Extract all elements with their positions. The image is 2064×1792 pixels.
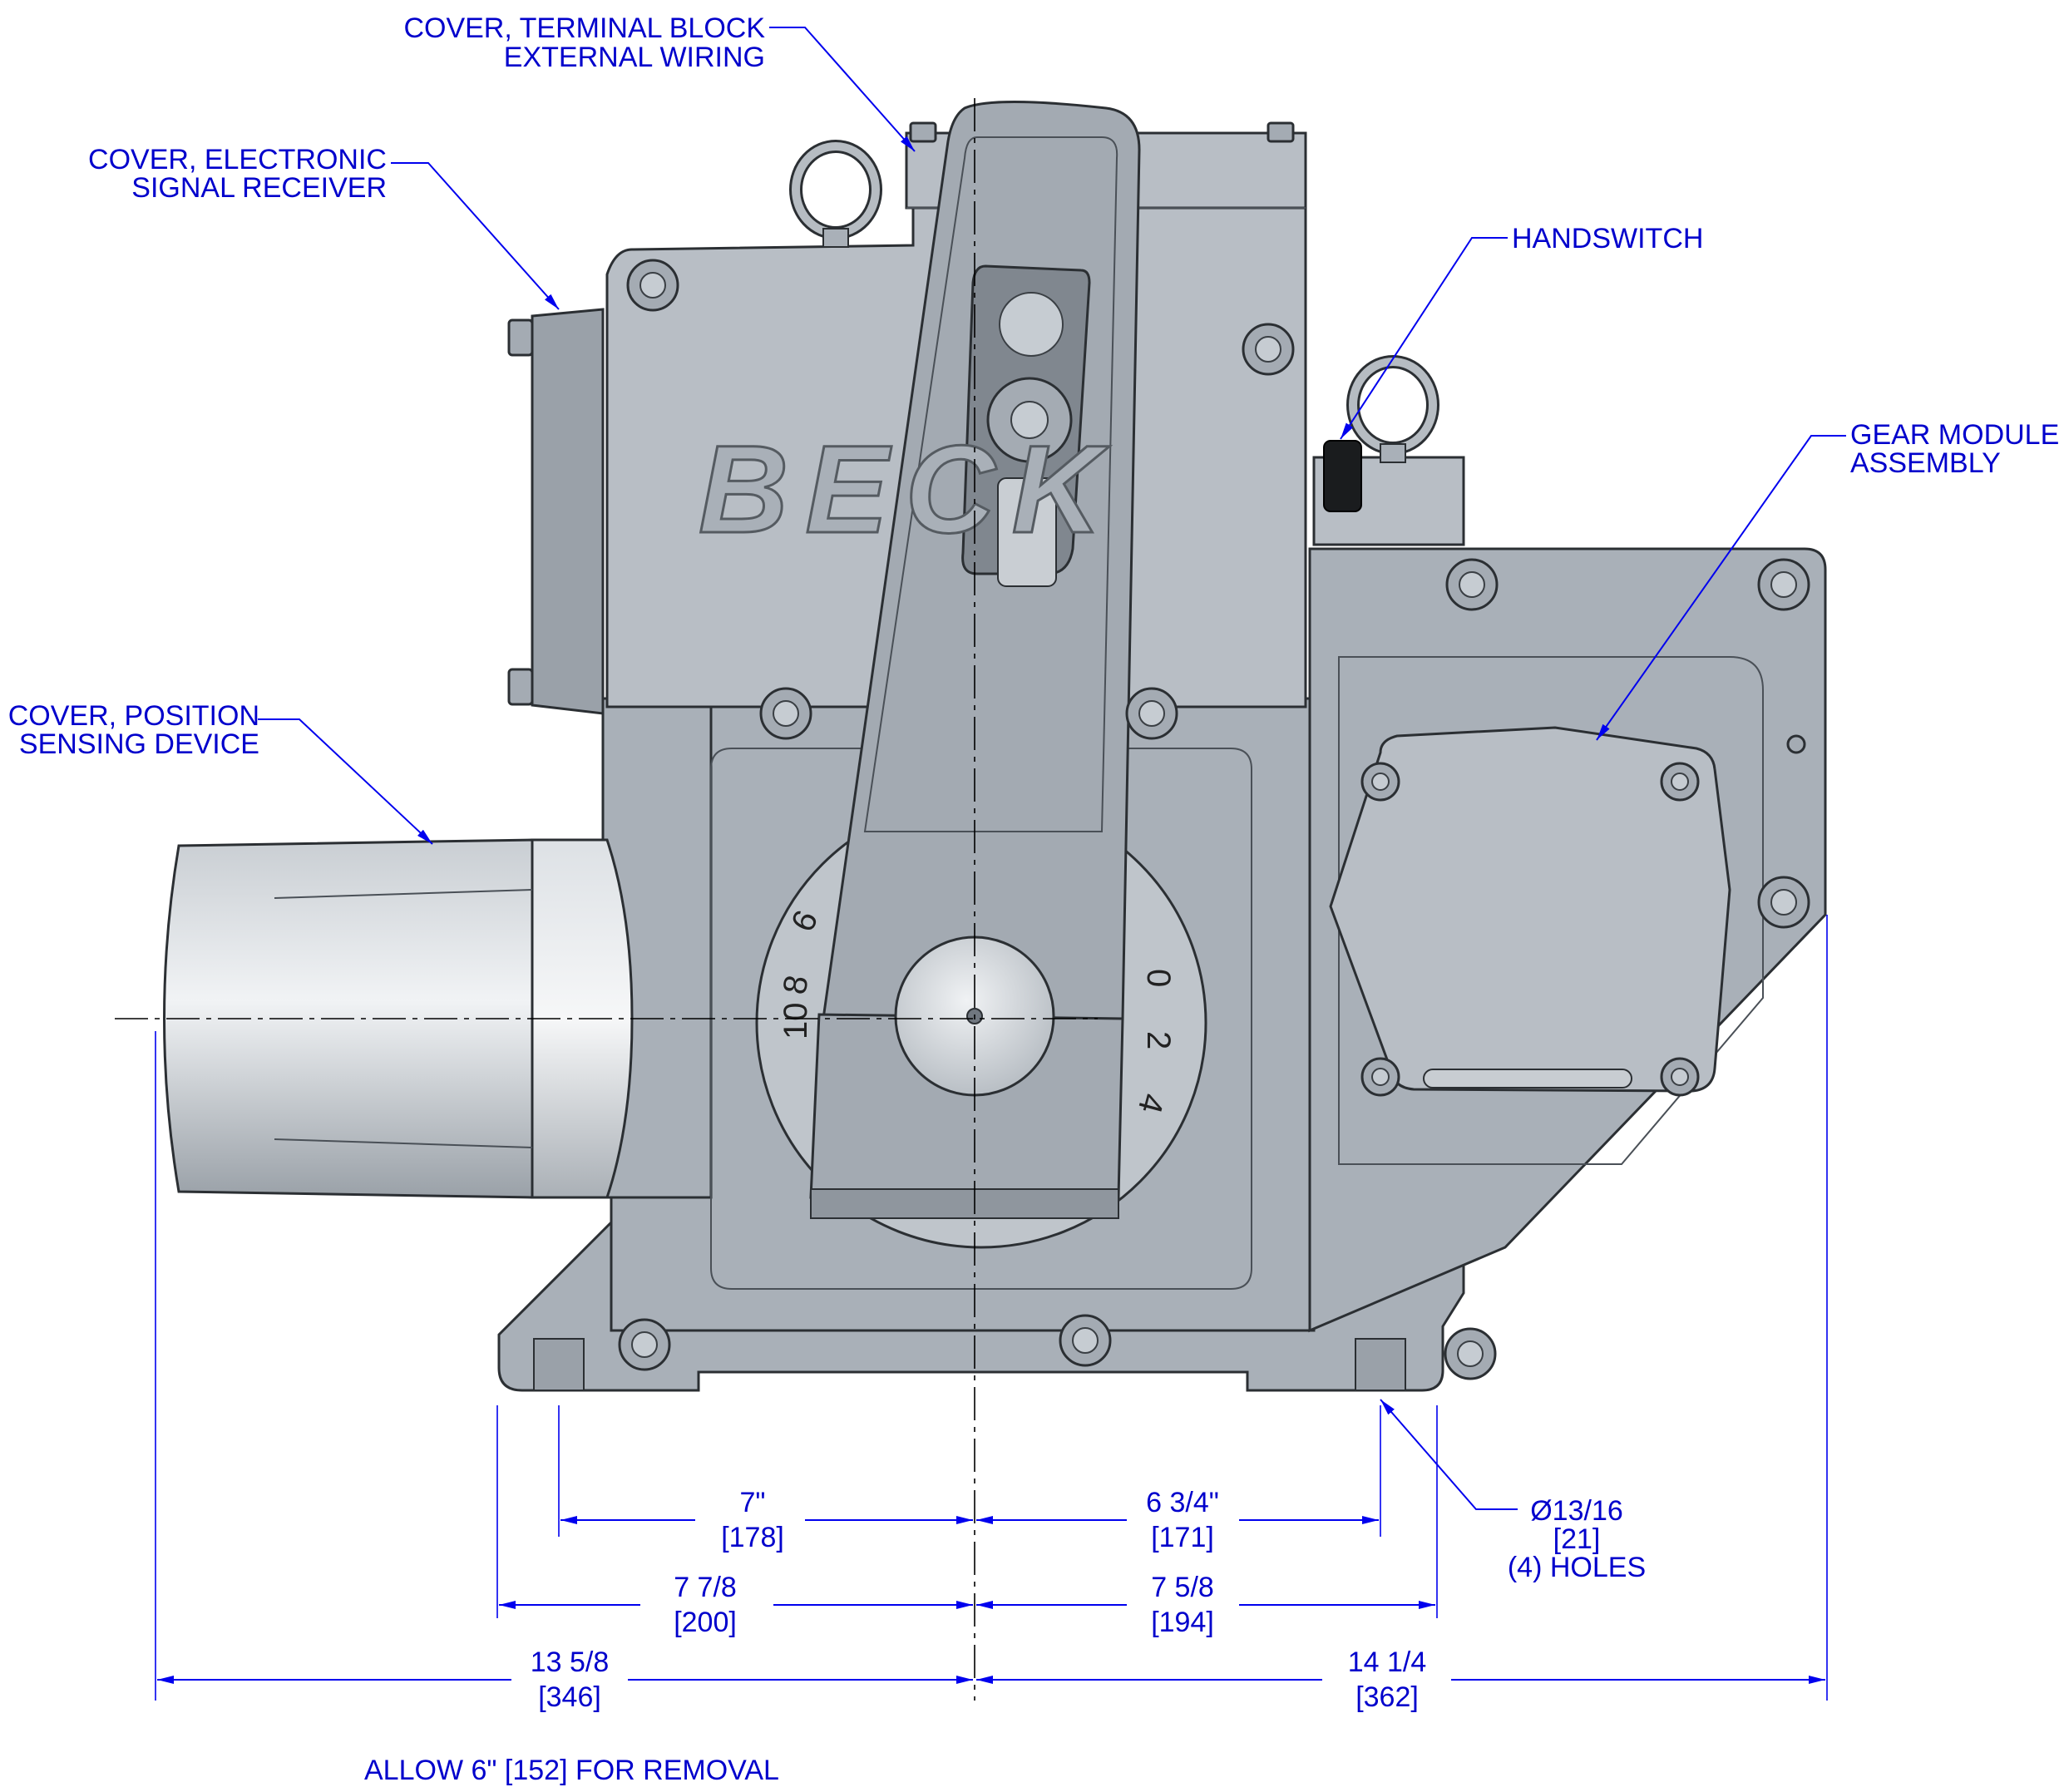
dim-346mm: [346] xyxy=(538,1681,601,1713)
beck-logo: BECK xyxy=(699,419,1118,559)
dim-171mm: [171] xyxy=(1151,1522,1214,1553)
mounting-holes xyxy=(533,1338,1406,1391)
centerlines xyxy=(115,98,1098,1701)
dim-194mm: [194] xyxy=(1151,1607,1214,1638)
callout-electronic-1: COVER, ELECTRONIC xyxy=(88,144,387,175)
callout-gear-module-1: GEAR MODULE xyxy=(1850,419,2059,451)
actuator-body: 10 8 6 0 2 4 BECK xyxy=(163,101,1827,1392)
dim-7-5-8in: 7 5/8 xyxy=(1151,1572,1214,1603)
callout-gear-module-2: ASSEMBLY xyxy=(1850,447,2001,479)
lifting-eye-right xyxy=(1346,355,1439,463)
callout-handswitch: HANDSWITCH xyxy=(1512,223,1703,254)
callout-text: COVER, TERMINAL BLOCK EXTERNAL WIRING CO… xyxy=(8,12,2060,1583)
callout-terminal-block-2: EXTERNAL WIRING xyxy=(504,42,765,73)
dim-6-3-4in: 6 3/4" xyxy=(1146,1487,1219,1518)
dial-number-2: 2 xyxy=(1140,1031,1177,1049)
housing-bolts xyxy=(618,121,1810,1380)
handswitch-knob xyxy=(1323,440,1362,512)
callout-leaders xyxy=(258,27,1846,1510)
callout-holes-3: (4) HOLES xyxy=(1508,1552,1646,1583)
dimension-lines xyxy=(157,1516,1825,1684)
dial-number-10: 10 xyxy=(778,1003,814,1040)
dim-14-1-4in: 14 1/4 xyxy=(1348,1646,1427,1678)
dimension-text: 7" [178] 6 3/4" [171] 7 7/8 [200] 7 5/8 … xyxy=(531,1487,1427,1713)
dim-200mm: [200] xyxy=(674,1607,737,1638)
dim-178mm: [178] xyxy=(721,1522,784,1553)
callout-holes-1: Ø13/16 xyxy=(1530,1495,1623,1527)
electronic-cover xyxy=(531,308,605,715)
extension-lines xyxy=(155,915,1828,1701)
dial-panel xyxy=(710,748,1252,1290)
gear-module-cover xyxy=(1329,726,1731,1093)
lifting-eye-left xyxy=(789,140,882,248)
removal-note: ALLOW 6" [152] FOR REMOVAL xyxy=(364,1755,779,1786)
dim-7-7-8in: 7 7/8 xyxy=(674,1572,737,1603)
callout-position-1: COVER, POSITION xyxy=(8,700,259,732)
dial-number-0: 0 xyxy=(1140,969,1177,987)
dim-7in: 7" xyxy=(740,1487,766,1518)
dim-13-5-8in: 13 5/8 xyxy=(531,1646,610,1678)
callout-terminal-block-1: COVER, TERMINAL BLOCK xyxy=(403,12,765,44)
callout-holes-2: [21] xyxy=(1553,1523,1601,1555)
callout-electronic-2: SIGNAL RECEIVER xyxy=(131,172,387,204)
callout-position-2: SENSING DEVICE xyxy=(19,728,259,760)
dim-362mm: [362] xyxy=(1355,1681,1419,1713)
